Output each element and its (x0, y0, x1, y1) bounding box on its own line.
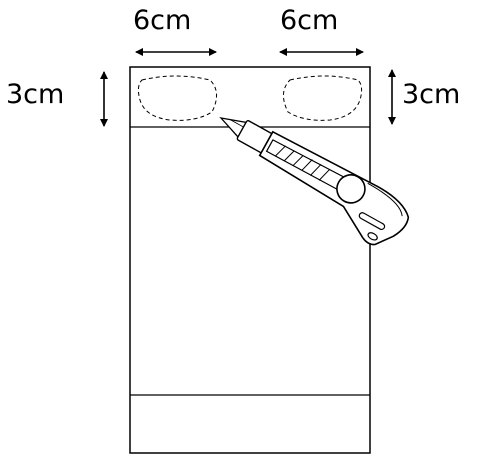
knife-grip-teeth (274, 145, 331, 181)
right-cutout-outline (283, 75, 363, 121)
top-right-width-label: 6cm (280, 5, 338, 36)
knife-slot (358, 212, 386, 231)
left-cutout-outline (137, 75, 217, 121)
utility-knife-icon (219, 117, 410, 246)
left-height-label: 3cm (6, 79, 64, 110)
top-left-width-label: 6cm (133, 5, 191, 36)
right-height-label: 3cm (402, 79, 460, 110)
knife-lock-wheel (336, 174, 366, 204)
knife-end-hole (367, 232, 378, 241)
